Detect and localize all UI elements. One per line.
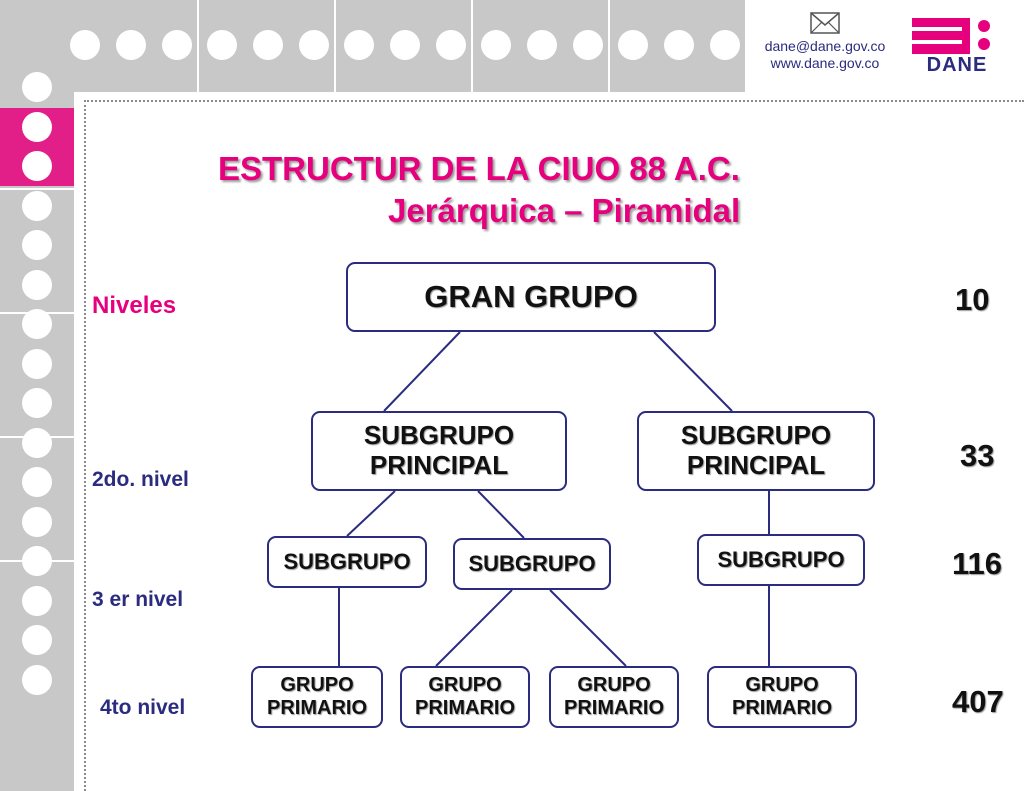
frame-dot (22, 111, 52, 142)
page-subtitle: Jerárquica – Piramidal (388, 192, 741, 229)
dotted-border-vertical (84, 100, 86, 791)
frame-dot (22, 664, 52, 695)
level-label-third: 3 er nivel (92, 588, 184, 611)
frame-dot (22, 388, 52, 418)
frame-dot (573, 30, 603, 60)
dotted-border-horizontal (84, 100, 1024, 102)
node-grupo-primario: GRUPO PRIMARIO (251, 666, 383, 728)
node-subgrupo-principal: SUBGRUPO PRINCIPAL (311, 411, 567, 491)
frame-dot (22, 230, 52, 260)
frame-separator (0, 436, 74, 438)
frame-dot (344, 30, 374, 60)
mail-icon (810, 12, 840, 34)
frame-dot (207, 30, 237, 60)
frame-dot (390, 30, 420, 60)
frame-dot (22, 269, 52, 300)
frame-dot (116, 30, 146, 60)
node-grupo-primario: GRUPO PRIMARIO (707, 666, 857, 728)
connector-line (653, 331, 733, 412)
frame-dot (22, 506, 52, 537)
frame-dot (22, 151, 52, 181)
page-title: ESTRUCTUR DE LA CIUO 88 A.C. (218, 150, 740, 187)
frame-dot (527, 30, 557, 60)
connector-line (477, 490, 525, 539)
frame-dot (22, 585, 52, 616)
frame-dot (22, 348, 52, 379)
frame-separator (197, 0, 199, 92)
email-link[interactable]: dane@dane.gov.co (764, 38, 886, 54)
connector-line (346, 490, 396, 537)
node-subgrupo: SUBGRUPO (453, 538, 611, 590)
level-label-fourth: 4to nivel (100, 696, 186, 719)
frame-dot (253, 30, 283, 60)
node-gran-grupo: GRAN GRUPO (346, 262, 716, 332)
website-link[interactable]: www.dane.gov.co (770, 55, 880, 71)
frame-dot (70, 30, 100, 60)
frame-separator (608, 0, 610, 92)
frame-dot (299, 30, 329, 60)
frame-dot (22, 190, 52, 221)
frame-dot (618, 30, 648, 60)
connector-line (435, 589, 513, 667)
count-grupo-primario: 407 (952, 684, 1004, 719)
frame-separator (0, 312, 74, 314)
count-subgrupo-principal: 33 (960, 438, 995, 473)
contact-info: dane@dane.gov.co www.dane.gov.co (750, 38, 900, 72)
connector-line (383, 331, 461, 412)
node-subgrupo: SUBGRUPO (697, 534, 865, 586)
frame-dot (436, 30, 466, 60)
count-gran-grupo: 10 (955, 282, 990, 317)
frame-separator (334, 0, 336, 92)
node-grupo-primario: GRUPO PRIMARIO (400, 666, 530, 728)
dane-logo-icon (912, 18, 990, 54)
node-subgrupo-principal: SUBGRUPO PRINCIPAL (637, 411, 875, 491)
frame-dot (22, 72, 52, 102)
levels-heading: Niveles (92, 292, 177, 319)
frame-dot (162, 30, 192, 60)
frame-separator (0, 560, 74, 562)
connector-line (549, 589, 627, 667)
frame-dot (664, 30, 694, 60)
frame-separator (471, 0, 473, 92)
frame-dot (22, 427, 52, 458)
frame-dot (22, 309, 52, 339)
logo-area (745, 0, 1024, 92)
frame-dot (481, 30, 511, 60)
frame-dot (22, 467, 52, 497)
level-label-second: 2do. nivel (92, 468, 189, 491)
frame-dot (710, 30, 740, 60)
frame-dot (22, 625, 52, 655)
node-subgrupo: SUBGRUPO (267, 536, 427, 588)
node-grupo-primario: GRUPO PRIMARIO (549, 666, 679, 728)
count-subgrupo: 116 (952, 546, 1003, 581)
frame-separator (0, 188, 74, 190)
logo-text: DANE (926, 54, 988, 76)
